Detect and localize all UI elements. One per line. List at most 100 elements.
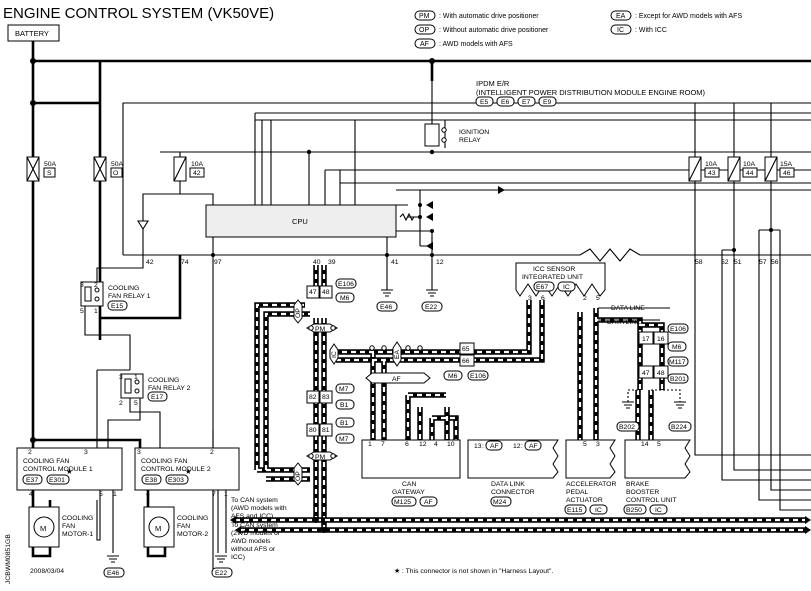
e106-pin-47: 47 [309,289,317,296]
module1-conn-1: E37 [26,477,38,484]
legend-ea: EA : Except for AWD models with AFS [610,10,742,21]
ipdm-pins: 42 74 97 40 39 41 12 58 52 51 57 56 [146,259,779,266]
ignition-relay-wire [431,81,446,148]
ipdm-pin-74: 74 [181,259,189,266]
gateway-name-2: GATEWAY [392,489,425,496]
fuse-43-amp: 10A [705,161,718,168]
conn-pin-82: 82 [309,394,317,401]
conn-m7-upper: M7 [339,386,349,393]
data-link-connector: 13 : AF 12 : AF DATA LINK CONNECTOR M24 [467,439,559,507]
brake-pin-14: 14 [641,441,649,448]
app-conn: E115 [567,507,583,514]
ipdm-pin-42: 42 [146,259,154,266]
joint-connector: 65 66 M6 E106 [443,342,489,381]
ipdm-pin-39: 39 [328,259,336,266]
ipdm-pin-40: 40 [313,259,321,266]
right-side-wires [694,181,811,511]
brake-name-1: BRAKE [626,481,650,488]
ipdm-pin-57: 57 [759,259,767,266]
badge-op-1: OP [295,308,302,318]
cooling-fan-relay-1: 3 2 5 1 COOLING FAN RELAY 1 E15 [80,281,151,315]
relay2-pin-3: 3 [119,374,123,381]
ground-e22-top: E22 [421,289,443,312]
ground-e22-bottom: E22 [211,555,233,578]
module2-conn-2: E303 [168,477,184,484]
cooling-fan-motor-2: M COOLING FAN MOTOR-2 [143,490,208,558]
junction-dot [769,228,773,232]
junction-dot [385,253,389,257]
ground-e22-label: E22 [425,304,437,311]
junction-dot [418,203,422,207]
e106-pin-48: 48 [322,289,330,296]
fuse-o-amp: 50A [111,161,124,168]
module1-pin-4: 4 [29,491,33,498]
relay2-name-2: FAN RELAY 2 [148,385,191,392]
relay2-pin-5: 5 [134,400,138,407]
right-pin-48: 48 [657,370,665,377]
ipdm-subtitle: (INTELLIGENT POWER DISTRIBUTION MODULE E… [476,88,706,97]
motor1-name-2: FAN [62,523,75,530]
motor1-name-3: MOTOR-1 [62,531,93,538]
option-badges: PM IC EA AF PM OP OP [293,299,431,486]
ipdm-pin-12: 12 [436,259,444,266]
diode-icon [426,213,433,221]
icc-pin-3: 3 [528,295,532,302]
ground-e46-top: E46 [376,289,398,312]
ground-icon [674,401,686,409]
ipdm-conn-e6: E6 [501,99,510,106]
ipdm-pin-51: 51 [734,259,742,266]
can-gateway: 1 7 6 12 4 10 CAN GATEWAY M125 AF [361,439,461,507]
can-note-1-line-3: AFS and ICC) [231,513,273,520]
relay1-pin-1: 1 [94,308,98,315]
splice-point [381,345,387,351]
conn-pin-81: 81 [322,427,330,434]
junction-dot [430,229,434,233]
fuse-43: 10A 43 [688,156,720,182]
module1-name-2: CONTROL MODULE 1 [23,466,93,473]
fuse-46-id: 46 [783,170,791,177]
connector-e106-top: 47 48 E106 M6 [306,278,357,303]
relay1-pin-2: 2 [94,282,98,289]
splice-point [369,345,375,351]
ipdm-pin-52: 52 [721,259,729,266]
ground-icon [622,401,634,409]
ignition-relay-coil [424,123,440,147]
joint-pin-65: 65 [462,346,470,353]
dlc-pin-12: 12 [513,443,521,450]
fuse-42-id: 42 [193,170,201,177]
conn-m7-lower: M7 [339,436,349,443]
dlc-badge-13: AF [490,443,499,450]
dlc-name-1: DATA LINK [491,481,525,488]
can-note-1: To CAN system (AWD models with AFS and I… [231,497,287,520]
ipdm-pin-58: 58 [695,259,703,266]
badge-op-2: OP [295,471,302,481]
diode-icon [137,220,149,231]
app-badge: IC [595,507,602,514]
data-line-label-2: DATA LINE [607,319,641,326]
relay1-coil-wire [96,255,181,318]
diagram-date: 2008/03/04 [30,568,64,575]
junction-dot [30,58,36,64]
motor1-name-1: COOLING [62,515,93,522]
icc-conn: E67 [536,284,548,291]
right-pin-47: 47 [642,370,650,377]
can-note-2-line-1: To CAN system [231,522,278,529]
gateway-pin-1: 1 [368,441,372,448]
fuse-s-id: S [47,170,52,177]
fuse-44-id: 44 [746,170,754,177]
relay-contact [441,127,447,133]
brake-pin-5: 5 [657,441,661,448]
dlc-conn: M24 [493,499,506,506]
junction-dot [732,248,736,252]
resistor-icon [399,212,415,222]
ipdm-inner-bus [254,112,811,205]
splice-point [417,345,423,351]
junction-dot [429,149,435,155]
module2-pin-3: 3 [137,449,141,456]
relay2-name-1: COOLING [148,377,179,384]
can-arrow-right-1 [805,516,811,524]
can-note-2-line-4: without AFS or [230,546,276,553]
ipdm-title: IPDM E/R [476,79,510,88]
ipdm-pin-56: 56 [771,259,779,266]
can-arrow-left-1 [230,516,236,524]
